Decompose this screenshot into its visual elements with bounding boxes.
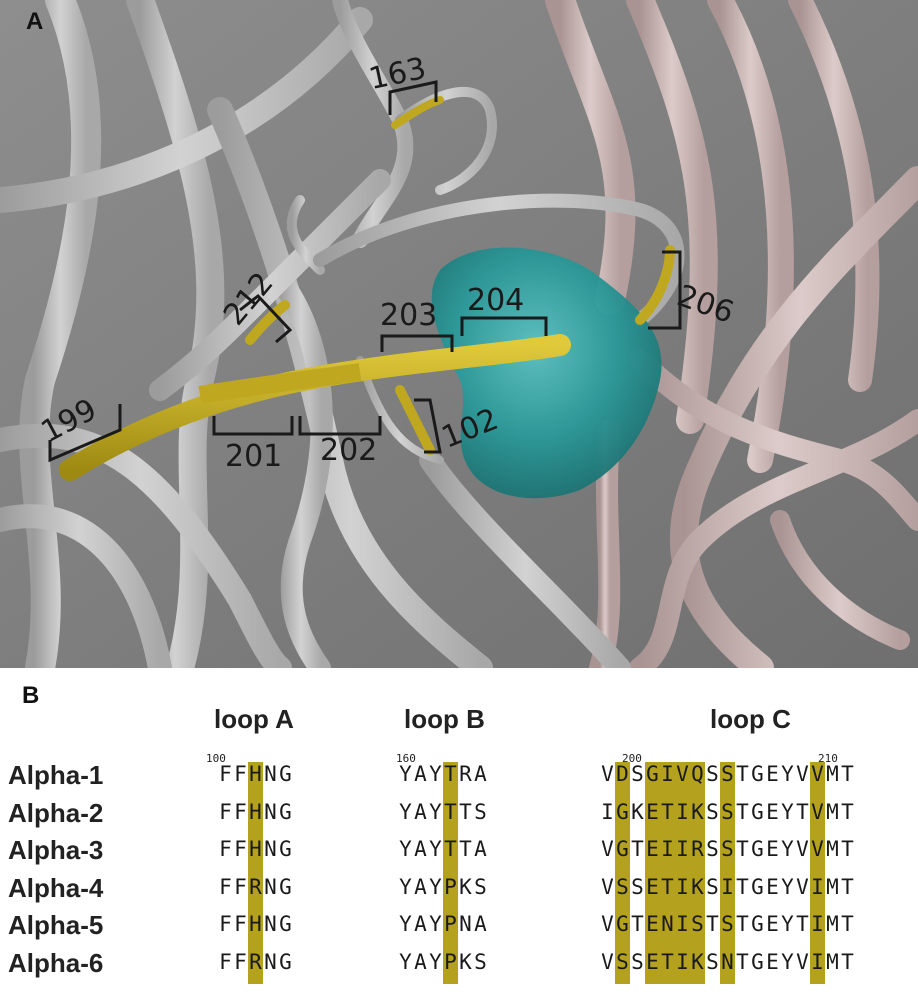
loop-c-header: loop C <box>710 704 791 734</box>
highlight-column <box>645 762 660 984</box>
panel-label-b: B <box>22 682 40 709</box>
row-label: Alpha-5 <box>8 910 104 941</box>
highlight-column <box>720 762 735 984</box>
highlighted-residues <box>59 96 675 481</box>
loop-b-header: loop B <box>404 704 485 734</box>
loop-a-header: loop A <box>214 704 294 734</box>
label-204: 204 <box>467 283 524 318</box>
highlight-column <box>660 762 675 984</box>
label-202: 202 <box>320 433 377 468</box>
highlight-column <box>690 762 705 984</box>
highlight-column <box>248 762 263 984</box>
label-203: 203 <box>380 298 437 333</box>
protein-structure-image: 163 212 203 204 206 199 201 202 102 <box>0 0 918 668</box>
row-label: Alpha-3 <box>8 835 104 866</box>
position-number-100: 100 <box>206 752 226 765</box>
position-number-160: 160 <box>396 752 416 765</box>
label-201: 201 <box>225 439 282 474</box>
position-number-200: 200 <box>622 752 642 765</box>
row-label: Alpha-4 <box>8 872 104 903</box>
highlight-column <box>615 762 630 984</box>
grey-chain <box>0 0 685 668</box>
ligand-surface <box>431 247 662 499</box>
position-number-210: 210 <box>818 752 838 765</box>
highlight-column <box>675 762 690 984</box>
highlight-column <box>810 762 825 984</box>
highlight-column <box>443 762 458 984</box>
structure-panel: 163 212 203 204 206 199 201 202 102 A <box>0 0 918 668</box>
row-label: Alpha-2 <box>8 797 104 828</box>
panel-label-a: A <box>26 8 44 35</box>
row-label: Alpha-6 <box>8 948 104 978</box>
row-label: Alpha-1 <box>8 760 104 790</box>
